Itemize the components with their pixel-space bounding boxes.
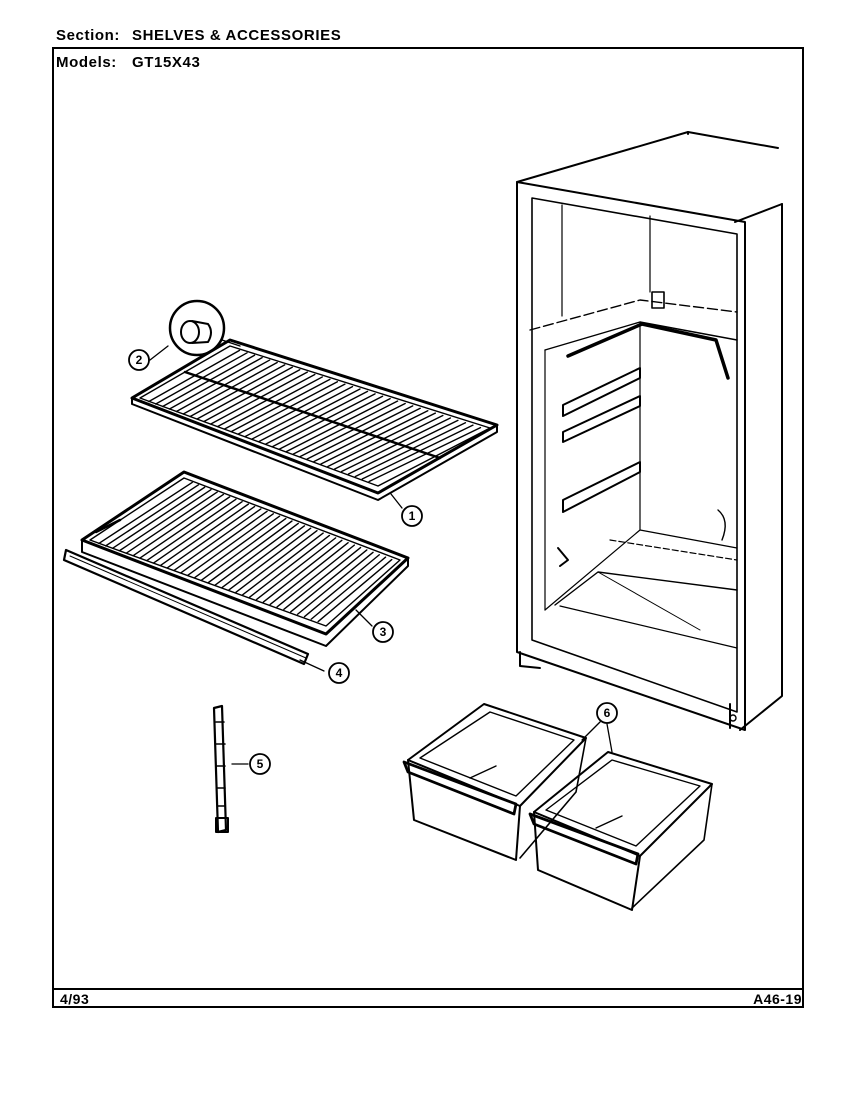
shelf-wire (132, 493, 225, 557)
callout-4: 4 (328, 662, 350, 684)
shelf-wire (327, 412, 436, 468)
shelf-wire (111, 486, 206, 550)
shelf-wire (242, 532, 324, 596)
shelf-wire (175, 359, 271, 413)
callout-1: 1 (401, 505, 423, 527)
shelf-wire (269, 542, 349, 606)
shelf-wire (166, 505, 256, 569)
shelf-wire (283, 546, 362, 611)
crisper-drawer-left (402, 703, 587, 861)
shelf-wire (303, 554, 380, 618)
shelf-wire (276, 544, 356, 608)
shelf-wire (200, 517, 287, 581)
shelf-wire (272, 393, 376, 448)
door-bar-drawing (212, 704, 229, 834)
shelf-wire (187, 513, 274, 576)
shelf-wire (217, 373, 316, 428)
callout-3-label: 3 (380, 625, 387, 639)
callout-6: 6 (596, 702, 618, 724)
callout-2: 2 (128, 349, 150, 371)
callout-2-label: 2 (136, 353, 143, 367)
shelf-wire (347, 419, 459, 475)
shelf-wire (340, 417, 452, 473)
footer-date: 4/93 (60, 991, 90, 1007)
shelf-wire (235, 529, 318, 593)
shelf-wire (98, 481, 193, 545)
shelf-wire (251, 385, 354, 440)
callout-6-label: 6 (604, 706, 611, 720)
shelf-wire (290, 549, 368, 613)
shelf-wire (189, 364, 286, 418)
callout-5: 5 (249, 753, 271, 775)
shelf-wire (194, 515, 281, 579)
shelf-wire (313, 407, 421, 463)
models-value: GT15X43 (132, 54, 201, 71)
shelf-wire (354, 422, 467, 478)
shelf-wire (223, 376, 324, 430)
shelf-wire (237, 381, 339, 435)
shelf-wire (310, 556, 387, 620)
shelf-wire (278, 395, 384, 450)
shelf-wire (125, 491, 218, 554)
shelf-wire (210, 371, 308, 425)
shelf-wire (155, 352, 248, 405)
shelf-wire (292, 400, 399, 455)
shelf-wire (248, 534, 331, 598)
shelf-wire (262, 539, 343, 603)
shelf-wire (207, 520, 293, 584)
section-value: SHELVES & ACCESSORIES (132, 27, 342, 44)
shelf-rail-drawing (62, 548, 310, 666)
shelf-wire (180, 510, 268, 574)
shelf-wire (139, 496, 231, 559)
shelf-wire (368, 426, 482, 483)
shelf-wire (118, 488, 212, 552)
shelf-wire (161, 354, 256, 408)
shelf-wire (148, 349, 241, 403)
slide-out-shelf-drawing (80, 470, 410, 647)
shelf-wire (285, 397, 391, 453)
shelf-wire (196, 366, 293, 420)
diagram-frame (52, 47, 804, 1008)
shelf-wire (168, 356, 263, 410)
shelf-wire (230, 378, 331, 433)
shelf-wire (182, 361, 278, 415)
callout-5-label: 5 (257, 757, 264, 771)
leader-lines (149, 345, 613, 765)
shelf-wire (159, 503, 250, 567)
shelf-wire (265, 390, 369, 445)
shelf-wire (173, 508, 262, 571)
shelf-wire (317, 558, 393, 623)
shelf-wire (296, 551, 374, 615)
callout-1-label: 1 (409, 509, 416, 523)
crisper-drawer-right (528, 751, 713, 911)
shelf-wire (361, 424, 474, 480)
footer-divider (52, 988, 804, 990)
section-label: Section: (56, 27, 120, 44)
wire-shelf-drawing (130, 338, 499, 501)
section-header: Section: SHELVES & ACCESSORIES (56, 27, 341, 44)
refrigerator-cabinet (516, 131, 783, 731)
shelf-wire (203, 369, 301, 423)
shelf-wire (244, 383, 346, 438)
shelf-wire (146, 498, 237, 562)
models-header: Models: GT15X43 (56, 54, 200, 71)
shelf-wire (221, 525, 306, 589)
shelf-end-cap-drawing (168, 299, 241, 357)
shelf-wire (306, 405, 414, 460)
shelf-wire (255, 537, 337, 601)
callout-3: 3 (372, 621, 394, 643)
callout-4-label: 4 (336, 666, 343, 680)
shelf-wire (214, 522, 299, 586)
models-label: Models: (56, 54, 117, 71)
shelf-wire (105, 484, 200, 547)
shelf-wire (299, 402, 406, 458)
shelf-wire (334, 414, 444, 470)
shelf-wire (258, 388, 361, 443)
shelf-wire (320, 410, 429, 465)
shelf-wire (152, 501, 243, 564)
footer-code: A46-19 (753, 991, 802, 1007)
shelf-wire (228, 527, 312, 591)
